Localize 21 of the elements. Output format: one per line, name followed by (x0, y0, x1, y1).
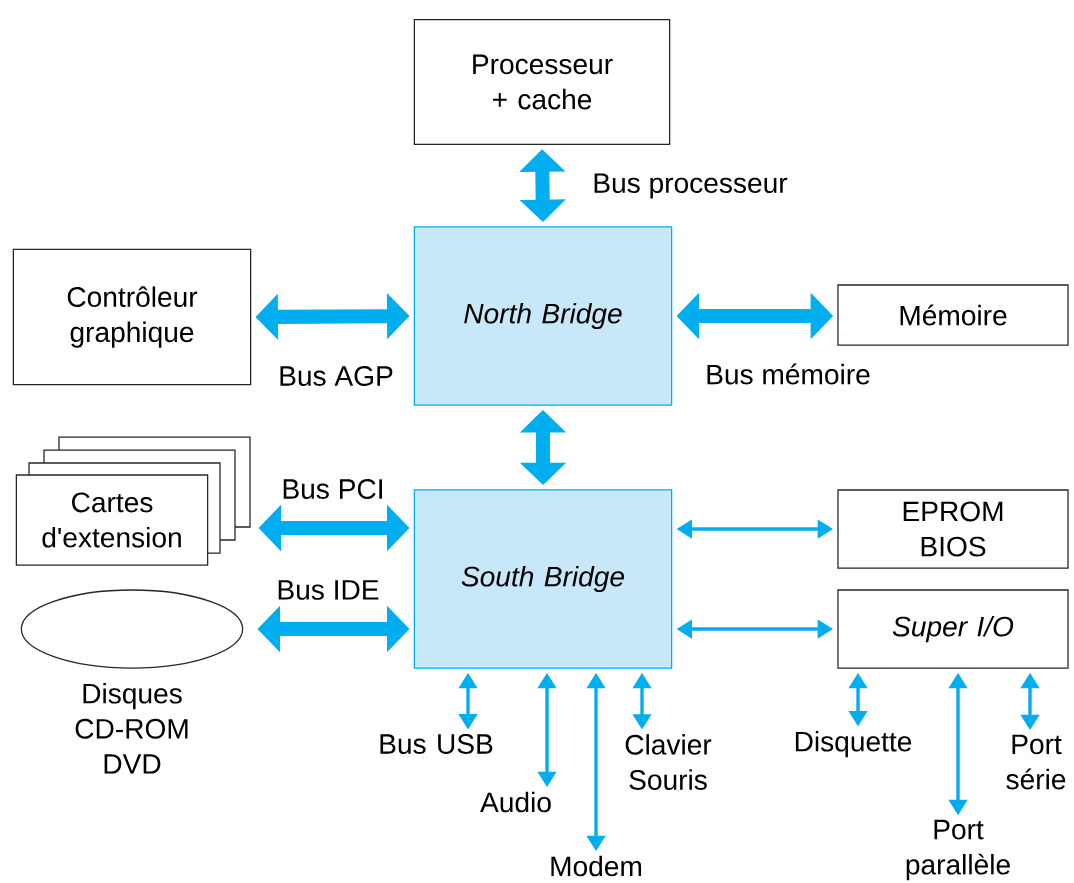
device-label: Port parallèle (906, 819, 1010, 881)
device-label: Clavier Souris (625, 734, 712, 790)
chip-box: South Bridge (413, 489, 673, 669)
device-label: Audio (480, 791, 551, 813)
node-label: Disques CD-ROM DVD (75, 682, 188, 774)
edge-label: Bus mémoire (703, 362, 873, 386)
component-box: EPROM BIOS (837, 489, 1069, 569)
device-label: Disquette (795, 730, 912, 758)
component-box: Contrôleur graphique (12, 248, 252, 386)
chip-box: North Bridge (413, 226, 673, 406)
device-label: Modem (551, 855, 641, 877)
edge-label: Bus processeur (590, 172, 790, 200)
device-label: Bus USB (380, 734, 493, 754)
card-stack: Cartes d'extension (15, 436, 251, 566)
component-box: Processeur + cache (413, 18, 671, 146)
component-box: Mémoire (837, 284, 1069, 346)
edge-label: Bus IDE (275, 578, 381, 602)
edge-label: Bus PCI (280, 477, 386, 501)
device-label: Port série (1006, 734, 1066, 790)
component-box: Super I/O (837, 589, 1069, 669)
edge-label: Bus AGP (276, 364, 396, 388)
